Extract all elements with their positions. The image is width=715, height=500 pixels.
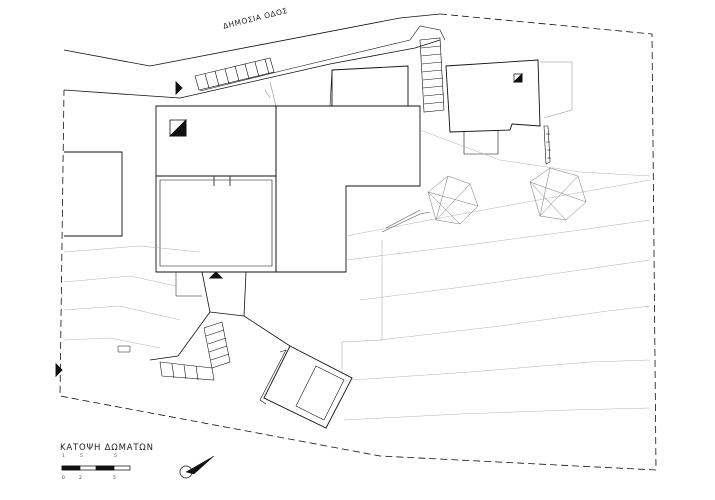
west-annex	[64, 151, 123, 237]
section-arrow-entry	[208, 271, 224, 279]
west-block	[155, 105, 277, 273]
section-arrow-left	[55, 362, 63, 378]
building-south	[259, 345, 353, 429]
road-edge-lower	[63, 39, 441, 99]
section-arrow-top	[175, 80, 183, 96]
scale-tick-bottom: 0	[62, 476, 65, 481]
tree-canopies	[427, 167, 587, 225]
building-east	[445, 59, 573, 165]
stair-right	[419, 37, 445, 113]
main-block	[275, 65, 421, 273]
scale-tick-top: 5	[114, 454, 117, 459]
road-stairs	[194, 25, 446, 92]
terrain-contours	[63, 81, 651, 421]
plan-title: ΚΑΤΟΨΗ ΔΩΜΑΤΩΝ	[60, 443, 154, 453]
scale-tick-bottom: 2	[79, 476, 82, 481]
scale-tick-top: 5	[80, 454, 83, 459]
scale-bar	[61, 465, 131, 471]
scale-tick-bottom: 5	[113, 476, 116, 481]
stair-south	[117, 321, 231, 381]
south-walkway	[149, 271, 291, 361]
site-boundary	[59, 13, 657, 471]
north-arrow-icon	[179, 455, 215, 479]
scale-tick-top: 1	[62, 454, 65, 459]
road-edge-upper	[63, 13, 441, 67]
